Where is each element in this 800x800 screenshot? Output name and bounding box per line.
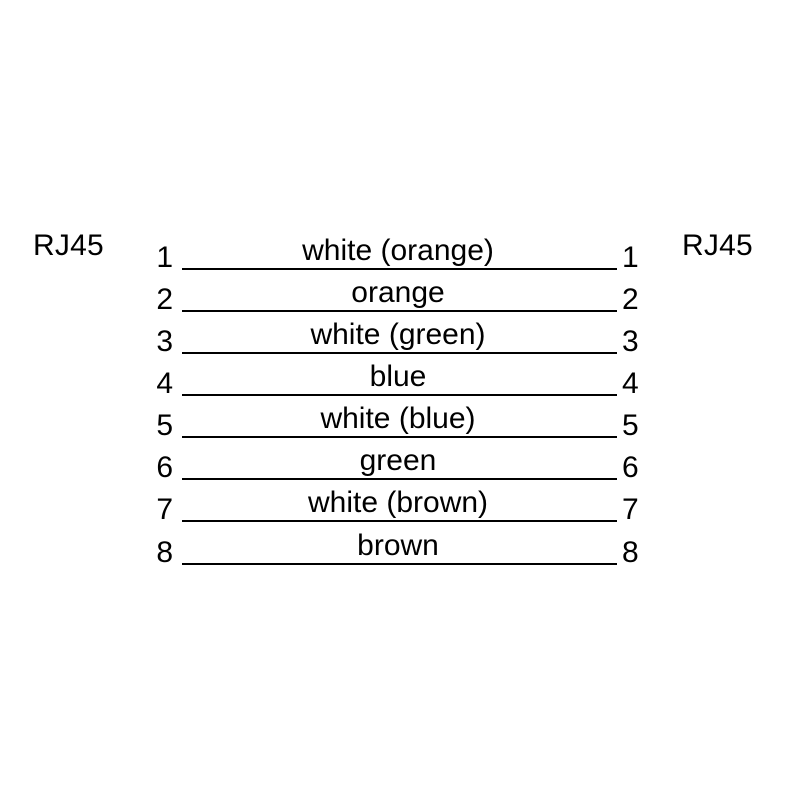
wire-color-label: blue: [369, 360, 427, 393]
wire-color-label: white (orange): [302, 234, 494, 267]
wire-color-label: white (green): [310, 318, 486, 351]
wire-color-label: white (brown): [307, 486, 489, 519]
connector-label-right: RJ45: [682, 229, 753, 262]
pin-number-right: 5: [622, 409, 639, 442]
wire-color-label: orange: [351, 276, 445, 309]
wire-color-label: white (blue): [320, 402, 476, 435]
pin-number-right: 8: [622, 536, 639, 569]
pin-number-left: 1: [156, 241, 173, 274]
wire-line: [182, 268, 617, 270]
pin-number-right: 2: [622, 283, 639, 316]
wire-color-label: brown: [357, 529, 439, 562]
wire-color-label: green: [359, 444, 437, 477]
wire-line: [182, 563, 617, 565]
wire-line: [182, 394, 617, 396]
pin-number-left: 8: [156, 536, 173, 569]
pin-number-right: 6: [622, 451, 639, 484]
pin-number-left: 7: [156, 493, 173, 526]
connector-label-left: RJ45: [33, 229, 104, 262]
wire-line: [182, 478, 617, 480]
pin-number-right: 4: [622, 367, 639, 400]
pin-number-left: 6: [156, 451, 173, 484]
pin-number-left: 5: [156, 409, 173, 442]
pin-number-right: 7: [622, 493, 639, 526]
pin-number-right: 3: [622, 325, 639, 358]
wire-line: [182, 520, 617, 522]
wire-line: [182, 310, 617, 312]
pin-number-left: 4: [156, 367, 173, 400]
pin-number-left: 2: [156, 283, 173, 316]
pin-number-left: 3: [156, 325, 173, 358]
pin-number-right: 1: [622, 241, 639, 274]
wire-line: [182, 352, 617, 354]
wire-line: [182, 436, 617, 438]
